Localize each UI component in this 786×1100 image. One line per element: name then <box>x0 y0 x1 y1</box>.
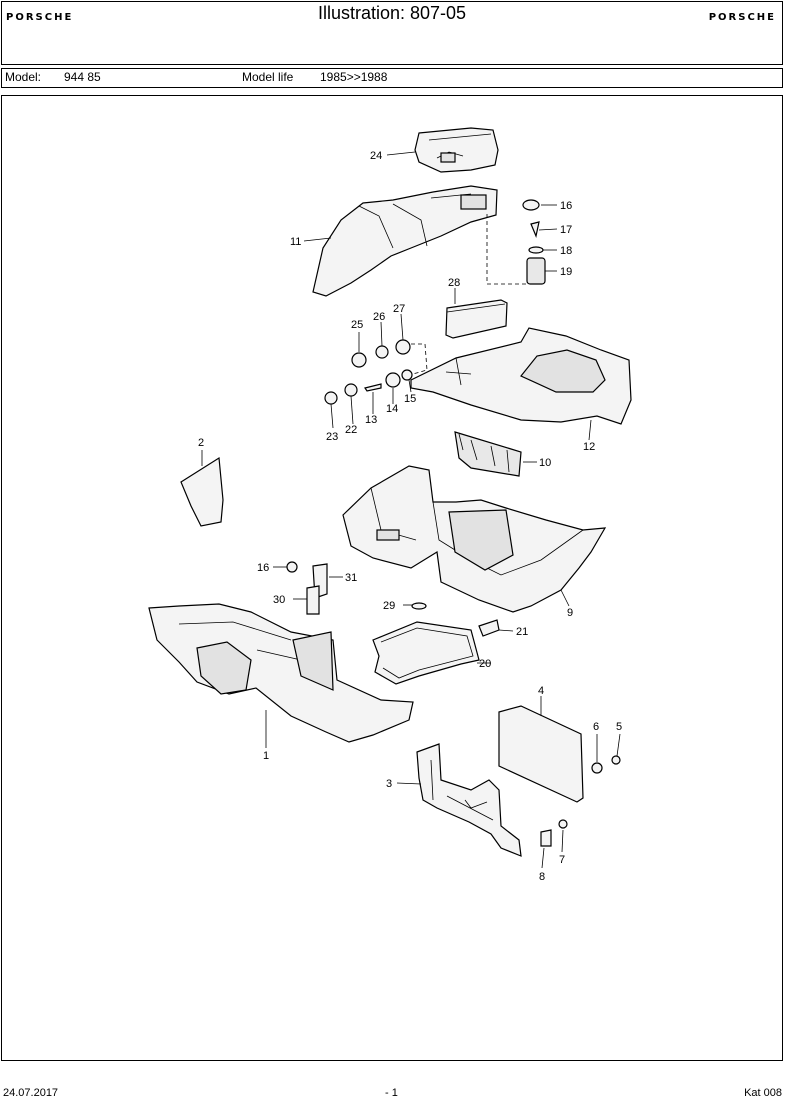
illustration-frame: 24 16 17 18 19 11 28 25 26 27 23 22 13 1… <box>1 95 783 1061</box>
part-18-washer[interactable] <box>528 246 544 254</box>
model-label: Model: <box>5 70 42 84</box>
part-19-sleeve[interactable] <box>526 257 546 285</box>
part-16-clip[interactable] <box>522 199 540 211</box>
illustration-title: Illustration: 807-05 <box>317 3 467 23</box>
callout-18: 18 <box>560 245 572 257</box>
part-7-screw[interactable] <box>558 819 568 829</box>
callout-26: 26 <box>373 311 385 323</box>
model-life-label: Model life <box>242 70 294 84</box>
part-1-floor-carpet[interactable] <box>148 603 414 743</box>
callout-11: 11 <box>290 236 301 248</box>
part-30-cover[interactable] <box>306 585 320 615</box>
callout-2: 2 <box>198 437 204 449</box>
callout-20: 20 <box>479 658 491 670</box>
footer-catalog: Kat 008 <box>744 1087 782 1099</box>
part-6-nut[interactable] <box>591 762 603 774</box>
part-24-trim-panel[interactable] <box>414 127 499 173</box>
callout-labels: 24 16 17 18 19 11 28 25 26 27 23 22 13 1… <box>198 150 622 883</box>
callout-5: 5 <box>616 721 622 733</box>
callout-24: 24 <box>370 150 382 162</box>
callout-25: 25 <box>351 319 363 331</box>
part-26-grommet[interactable] <box>375 345 389 359</box>
callout-31: 31 <box>345 572 357 584</box>
callout-16-lower: 16 <box>257 562 269 574</box>
callout-30: 30 <box>273 594 285 606</box>
model-bar: Model: 944 85 Model life 1985>>1988 <box>1 68 783 88</box>
part-15-grommet[interactable] <box>401 369 413 381</box>
part-8-clip[interactable] <box>540 829 552 847</box>
part-2-side-panel[interactable] <box>180 456 224 527</box>
part-16-clip-lower[interactable] <box>286 561 298 573</box>
part-17-screw[interactable] <box>530 221 540 239</box>
callout-27: 27 <box>393 303 405 315</box>
part-25-cap[interactable] <box>351 352 367 368</box>
callout-21: 21 <box>516 626 528 638</box>
part-5-screw[interactable] <box>611 755 621 765</box>
porsche-logo-left: PORSCHE <box>6 12 74 23</box>
callout-12: 12 <box>583 441 595 453</box>
callout-3: 3 <box>386 778 392 790</box>
callout-15: 15 <box>404 393 416 405</box>
callout-14: 14 <box>386 403 398 415</box>
callout-23: 23 <box>326 431 338 443</box>
part-12-rear-carpet[interactable] <box>410 327 632 425</box>
callout-17: 17 <box>560 224 572 236</box>
leader-lines <box>201 151 621 869</box>
callout-22: 22 <box>345 424 357 436</box>
part-22-nut[interactable] <box>344 383 358 397</box>
footer-page: - 1 <box>385 1087 398 1099</box>
part-21-clip[interactable] <box>478 619 500 637</box>
callout-29: 29 <box>383 600 395 612</box>
model-value: 944 85 <box>64 70 101 84</box>
part-20-floor-mat[interactable] <box>372 621 480 685</box>
callout-13: 13 <box>365 414 377 426</box>
part-29-clip[interactable] <box>411 602 427 610</box>
page-header: PORSCHE Illustration: 807-05 PORSCHE <box>1 1 783 65</box>
part-28-pad[interactable] <box>445 299 508 339</box>
callout-10: 10 <box>539 457 551 469</box>
footer-date: 24.07.2017 <box>3 1087 59 1099</box>
small-parts <box>286 199 621 847</box>
exploded-parts-diagram: 24 16 17 18 19 11 28 25 26 27 23 22 13 1… <box>148 127 632 883</box>
part-13-screw[interactable] <box>364 383 382 392</box>
part-4-board[interactable] <box>498 705 584 803</box>
part-14-grommet[interactable] <box>385 372 401 388</box>
callout-6: 6 <box>593 721 599 733</box>
callout-9: 9 <box>567 607 573 619</box>
part-10-foam-block[interactable] <box>454 431 522 477</box>
part-9-front-carpet[interactable] <box>342 465 607 613</box>
callout-28: 28 <box>448 277 460 289</box>
part-27-grommet[interactable] <box>395 339 411 355</box>
part-23-washer[interactable] <box>324 391 338 405</box>
callout-19: 19 <box>560 266 572 278</box>
porsche-logo-right: PORSCHE <box>708 12 776 23</box>
part-3-bracket-frame[interactable] <box>416 743 522 857</box>
callout-1: 1 <box>263 750 269 762</box>
callout-4: 4 <box>538 685 544 697</box>
model-life-value: 1985>>1988 <box>320 70 388 84</box>
callout-16: 16 <box>560 200 572 212</box>
callout-7: 7 <box>559 854 565 866</box>
part-11-wheelhouse-trim[interactable] <box>312 185 498 297</box>
callout-8: 8 <box>539 871 545 883</box>
